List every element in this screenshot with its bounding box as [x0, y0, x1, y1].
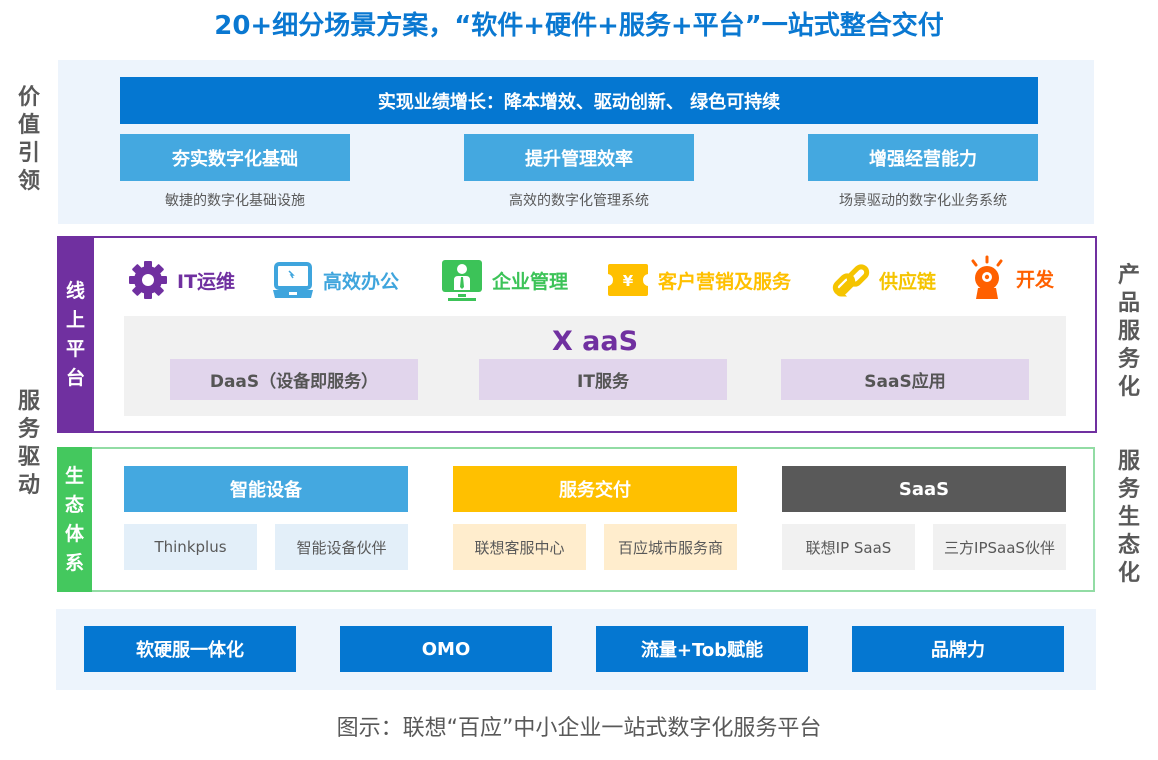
label-productization: 产 品 服 务 化	[1115, 262, 1143, 402]
label-char: 品	[1117, 291, 1140, 316]
label-char: 价	[17, 85, 40, 110]
eco-item: 联想客服中心	[453, 524, 586, 570]
pillar-management-efficiency: 提升管理效率	[464, 134, 694, 181]
gear-icon	[129, 261, 167, 299]
eco-group-service-delivery: 服务交付	[453, 466, 737, 512]
xaas-item-daas: DaaS（设备即服务）	[170, 359, 418, 400]
label-service-driven: 服 务 驱 动	[15, 388, 43, 500]
scene-label: IT运维	[177, 270, 236, 293]
scene-label: 企业管理	[492, 270, 569, 293]
label-ecosystemization: 服 务 生 态 化	[1115, 448, 1143, 588]
webcam-icon	[971, 255, 1003, 299]
foundation-item: OMO	[340, 626, 552, 672]
tag-char: 体	[64, 522, 84, 545]
label-char: 驱	[17, 445, 40, 470]
scene-it-ops: IT运维	[127, 258, 235, 302]
eco-item: 联想IP SaaS	[782, 524, 915, 570]
label-char: 引	[17, 141, 40, 166]
tag-char: 台	[65, 366, 85, 389]
label-char: 服	[1117, 319, 1140, 344]
scene-development: 开发	[966, 255, 1055, 300]
label-char: 服	[1117, 449, 1140, 474]
scene-label: 供应链	[879, 270, 937, 293]
eco-item: Thinkplus	[124, 524, 257, 570]
label-char: 化	[1117, 375, 1140, 400]
scene-label: 高效办公	[323, 270, 400, 293]
pillar-digital-foundation: 夯实数字化基础	[120, 134, 350, 181]
xaas-item-saas-app: SaaS应用	[781, 359, 1029, 400]
label-char: 领	[17, 169, 40, 194]
scene-enterprise-management: 企业管理	[440, 258, 568, 302]
eco-group-saas: SaaS	[782, 466, 1066, 512]
tag-char: 线	[65, 279, 85, 302]
label-char: 动	[17, 473, 40, 498]
label-char: 值	[17, 113, 40, 138]
eco-item: 百应城市服务商	[604, 524, 737, 570]
link-chain-icon	[832, 264, 870, 297]
manager-icon	[442, 260, 482, 301]
pillar-desc: 敏捷的数字化基础设施	[165, 193, 305, 209]
tag-char: 平	[65, 337, 85, 360]
foundation-item: 软硬服一体化	[84, 626, 296, 672]
label-char: 务	[1117, 347, 1140, 372]
label-char: 务	[1117, 477, 1140, 502]
svg-text:¥: ¥	[623, 272, 634, 290]
tag-char: 系	[64, 551, 84, 574]
label-char: 服	[17, 389, 40, 414]
ticket-yuan-icon: ¥	[608, 264, 648, 296]
foundation-item: 品牌力	[852, 626, 1064, 672]
pillar-desc: 场景驱动的数字化业务系统	[839, 193, 1007, 209]
label-char: 化	[1117, 561, 1140, 586]
online-platform-tag: 线 上 平 台	[57, 236, 94, 433]
label-char: 务	[17, 417, 40, 442]
tag-char: 态	[64, 493, 84, 516]
scene-supply-chain: 供应链	[831, 258, 936, 302]
ecosystem-tag: 生 态 体 系	[57, 447, 92, 592]
scene-label: 客户营销及服务	[658, 270, 792, 293]
pillar-business-capability: 增强经营能力	[808, 134, 1038, 181]
label-value-led: 价 值 引 领	[15, 84, 43, 196]
xaas-title: X aaS	[551, 325, 639, 357]
xaas-item-it-service: IT服务	[479, 359, 727, 400]
scene-customer-marketing: ¥ 客户营销及服务	[606, 258, 791, 302]
scene-office: 高效办公	[271, 258, 399, 302]
eco-item: 智能设备伙伴	[275, 524, 408, 570]
pillar-desc: 高效的数字化管理系统	[509, 193, 649, 209]
label-char: 态	[1117, 533, 1140, 558]
label-char: 生	[1117, 505, 1140, 530]
foundation-item: 流量+Tob赋能	[596, 626, 808, 672]
tag-char: 上	[65, 308, 85, 331]
diagram-title: 20+细分场景方案，“软件+硬件+服务+平台”一站式整合交付	[214, 11, 944, 41]
scene-label: 开发	[1016, 268, 1055, 291]
tag-char: 生	[64, 464, 84, 487]
value-banner: 实现业绩增长：降本增效、驱动创新、 绿色可持续	[120, 77, 1038, 124]
eco-item: 三方IPSaaS伙伴	[933, 524, 1066, 570]
eco-group-smart-devices: 智能设备	[124, 466, 408, 512]
label-char: 产	[1117, 263, 1140, 288]
laptop-icon	[273, 262, 313, 298]
figure-caption: 图示：联想“百应”中小企业一站式数字化服务平台	[336, 716, 822, 741]
